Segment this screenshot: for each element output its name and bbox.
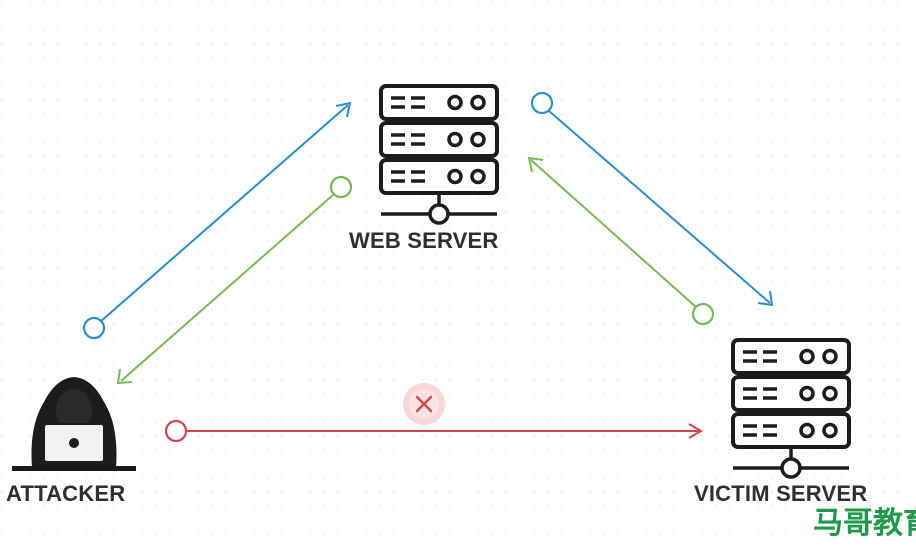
watermark: 马哥教育 [813, 506, 916, 541]
attacker-to-victim-blocked-connection [164, 419, 703, 443]
attacker-to-web-connection [82, 101, 352, 340]
hooded-hacker-laptop-icon [12, 377, 136, 471]
victim-server-label: VICTIM SERVER [694, 481, 868, 506]
attacker-label: ATTACKER [6, 481, 126, 506]
web-server-label: WEB SERVER [349, 228, 499, 253]
victim-to-web-connection [527, 156, 715, 326]
web-to-attacker-connection [116, 175, 353, 385]
web-to-victim-connection [530, 91, 774, 307]
x-icon [403, 383, 445, 425]
